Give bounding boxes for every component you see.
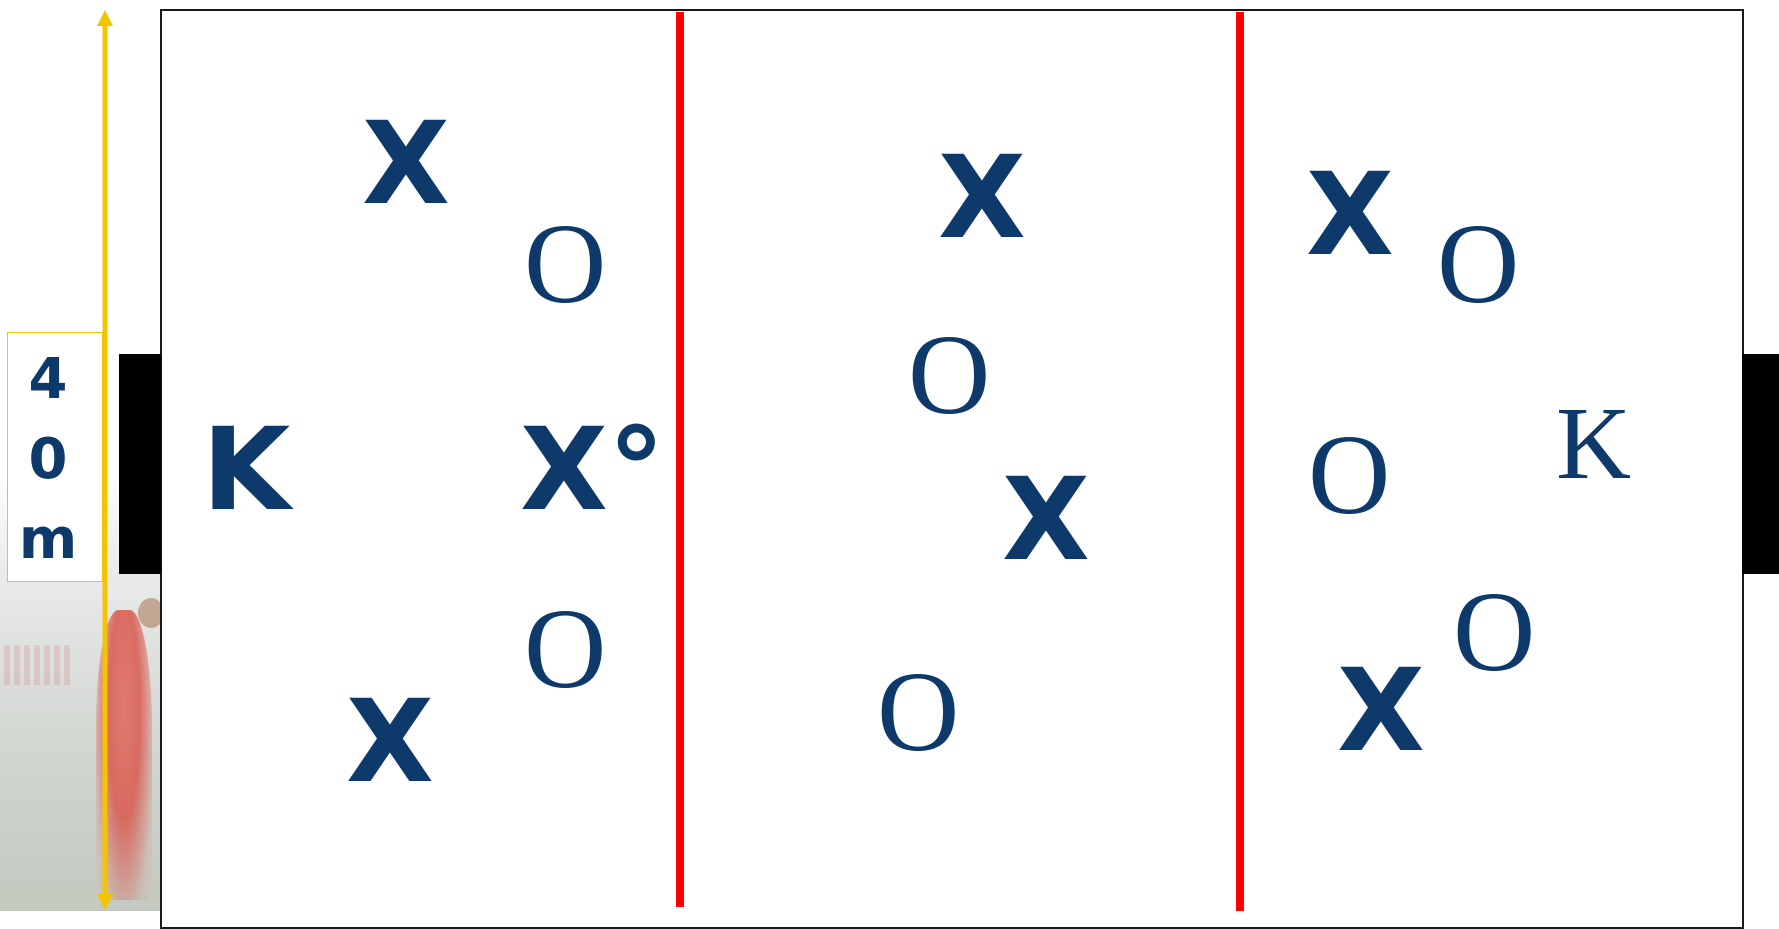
right-defender-lower-marker: O bbox=[1453, 575, 1535, 689]
measurement-label: 4 0 m bbox=[8, 340, 88, 580]
mid-attacker-top-marker: X bbox=[938, 141, 1026, 255]
left-defender-bottom-marker: O bbox=[524, 592, 606, 706]
right-defender-top-marker: O bbox=[1437, 207, 1519, 321]
mid-defender-bottom-marker: O bbox=[877, 655, 959, 769]
left-attacker-bottom-marker: X bbox=[346, 685, 434, 799]
left-attacker-top-marker: X bbox=[362, 107, 450, 221]
zone-line-left bbox=[676, 12, 684, 907]
left-attacker-with-ball-marker: X° bbox=[520, 413, 665, 527]
mid-defender-upper-marker: O bbox=[908, 318, 990, 432]
right-attacker-top-marker: X bbox=[1306, 158, 1394, 272]
background-banner bbox=[4, 645, 74, 685]
left-goal bbox=[119, 354, 161, 574]
left-defender-top-marker: O bbox=[524, 207, 606, 321]
right-attacker-bottom-marker: X bbox=[1337, 654, 1425, 768]
zone-line-right bbox=[1236, 12, 1244, 911]
right-keeper-marker: K bbox=[1556, 392, 1631, 496]
right-defender-middle-marker: O bbox=[1308, 418, 1390, 532]
left-keeper-marker: K bbox=[202, 413, 290, 527]
right-goal bbox=[1742, 354, 1779, 574]
mid-attacker-center-marker: X bbox=[1002, 463, 1090, 577]
